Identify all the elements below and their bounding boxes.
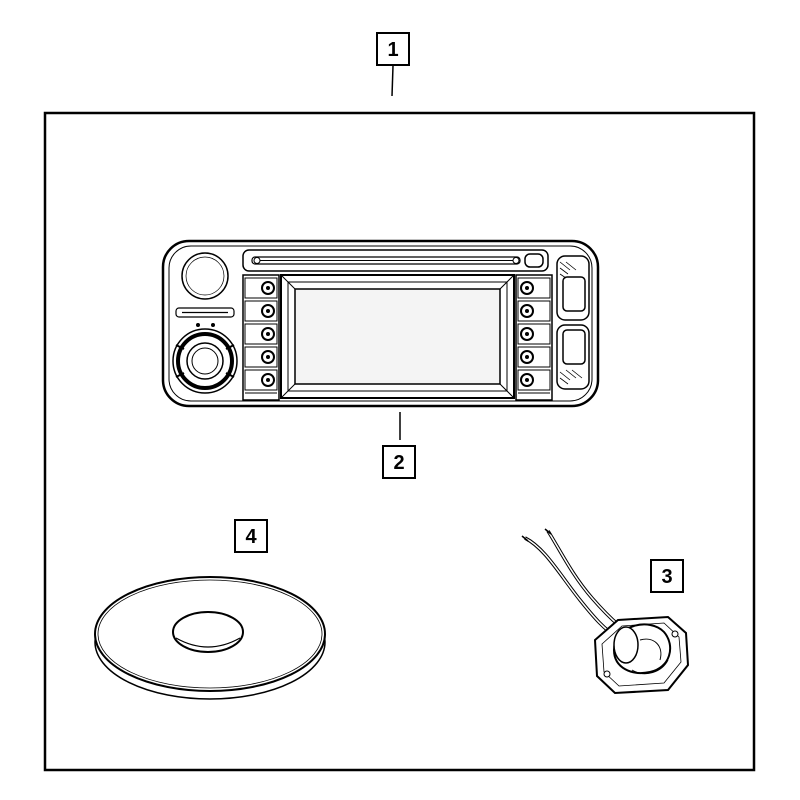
radio-head-unit [161,239,600,408]
left-button-column [242,274,280,401]
software-disc [94,576,326,700]
disc-center-hole [172,611,244,653]
left-preset-buttons [244,277,278,394]
backup-camera [521,528,690,695]
callout-1: 1 [376,32,410,97]
callout-2: 2 [382,412,416,479]
volume-knob [172,328,238,394]
callout-1-leader [391,65,394,97]
camera-wires [521,528,626,636]
display-screen [280,274,515,399]
right-button-column [515,274,553,401]
callout-1-label: 1 [387,39,398,61]
callout-4: 4 [234,519,268,553]
kit-frame [43,111,756,772]
callout-2-label: 2 [393,452,404,474]
camera-dome [612,623,672,675]
eject-button [524,253,544,268]
callout-3-label: 3 [661,566,672,588]
top-knob [181,252,229,300]
callout-4-label: 4 [245,526,257,548]
callout-3: 3 [650,559,684,593]
right-rocker-buttons [556,255,590,390]
